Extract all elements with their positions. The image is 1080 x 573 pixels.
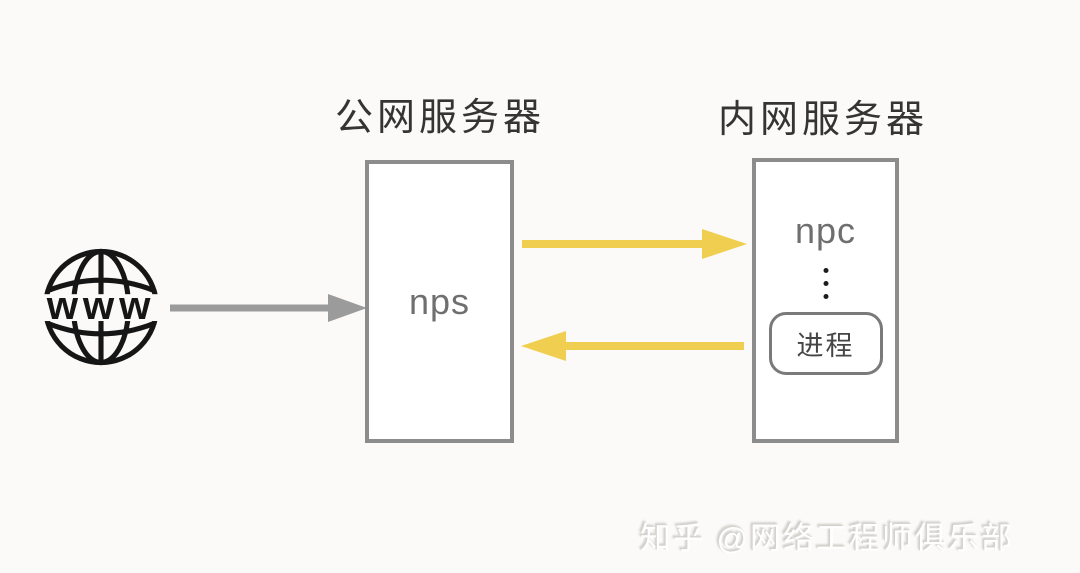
private-server-title: 内网服务器 [717,99,928,141]
process-label: 进程 [796,331,855,361]
npc-to-nps-arrow [521,331,744,361]
npc-server-box: npc 进程 [752,158,899,443]
zhihu-watermark: 知乎 @网络工程师俱乐部 [639,521,1014,556]
npc-label: npc [794,210,857,251]
www-globe-icon: www [40,248,162,366]
dot [823,294,828,299]
nps-label: nps [408,280,471,322]
public-server-title: 公网服务器 [334,97,545,139]
globe-bottom-latitude [45,320,157,337]
nps-to-npc-arrow [522,229,747,259]
globe-top-latitude [45,277,157,294]
dot [823,268,828,273]
internet-to-nps-arrow [170,294,367,322]
nps-server-box: nps [365,160,514,443]
process-box: 进程 [768,312,883,375]
dot [823,281,828,286]
vertical-ellipsis-dots [823,268,828,299]
globe-text-band [40,294,162,322]
globe-www-text: www [46,283,156,328]
